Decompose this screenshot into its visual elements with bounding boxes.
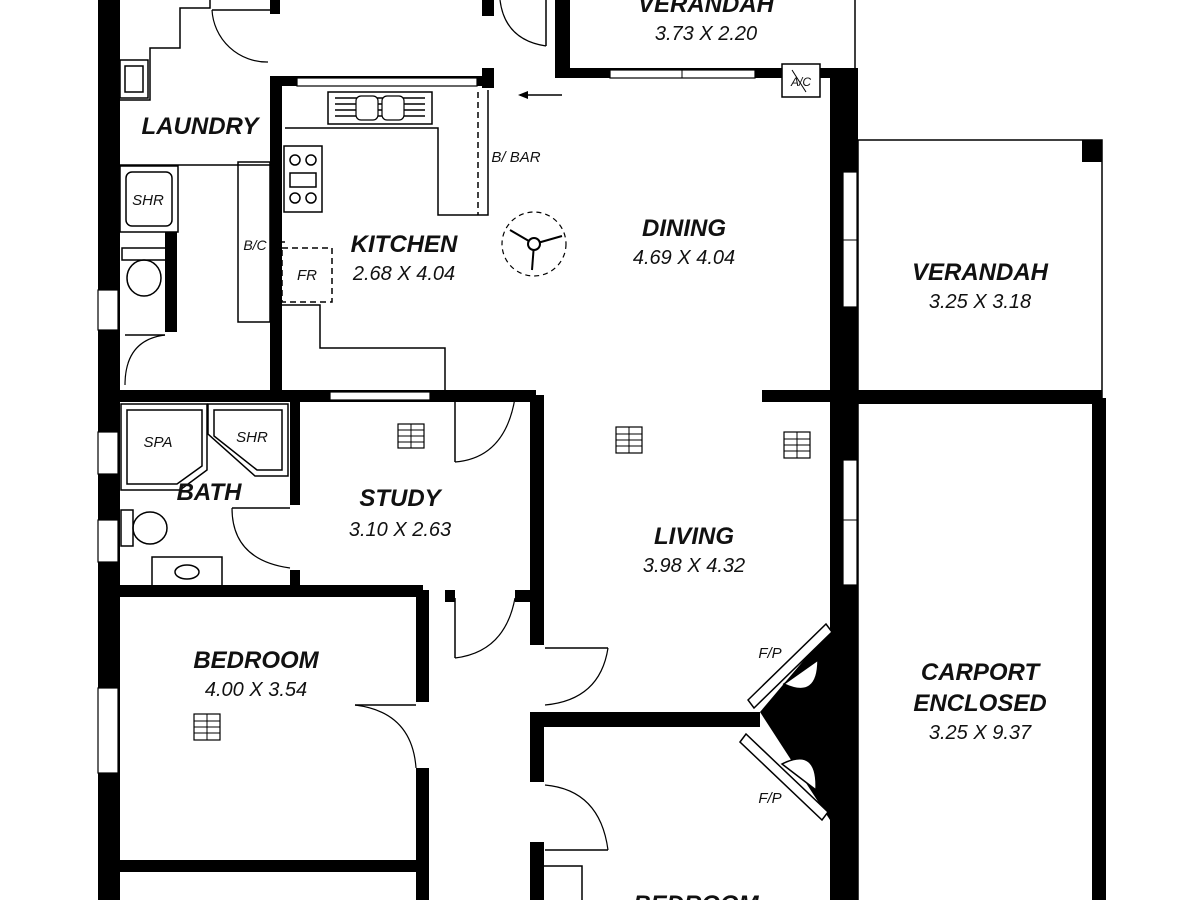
room-name-verandah-right: VERANDAH bbox=[912, 259, 1049, 286]
room-name-living: LIVING bbox=[654, 523, 734, 550]
label-shower-laundry: SHR bbox=[132, 192, 164, 209]
windows bbox=[97, 69, 858, 774]
label-ac: A/C bbox=[790, 75, 811, 89]
vent-icon bbox=[397, 423, 425, 449]
vents bbox=[193, 423, 811, 741]
room-dims-verandah-right: 3.25 X 3.18 bbox=[929, 291, 1031, 313]
thin-lines bbox=[118, 0, 1103, 900]
vent-icon bbox=[615, 426, 643, 454]
room-dims-verandah-top: 3.73 X 2.20 bbox=[655, 23, 757, 45]
room-dims-carport: 3.25 X 9.37 bbox=[929, 722, 1032, 744]
bathroom-fixtures bbox=[119, 59, 289, 588]
label-shower-bath: SHR bbox=[236, 429, 268, 446]
room-name-laundry: LAUNDRY bbox=[142, 113, 261, 140]
room-name-carport-line1: CARPORT bbox=[921, 659, 1042, 686]
ac-unit-icon bbox=[781, 63, 821, 98]
label-broom-cupboard: B/C bbox=[243, 237, 267, 253]
room-dims-kitchen: 2.68 X 4.04 bbox=[352, 263, 455, 285]
room-name-bedroom-2: BEDROOM bbox=[633, 891, 759, 900]
room-name-carport-line2: ENCLOSED bbox=[913, 690, 1046, 717]
wardrobe bbox=[544, 865, 583, 900]
doors bbox=[124, 0, 609, 851]
room-name-dining: DINING bbox=[642, 215, 726, 242]
room-dims-dining: 4.69 X 4.04 bbox=[633, 247, 735, 269]
room-name-kitchen: KITCHEN bbox=[351, 231, 458, 258]
room-name-verandah-top: VERANDAH bbox=[638, 0, 775, 18]
kitchen-fixtures bbox=[281, 91, 562, 303]
room-dims-living: 3.98 X 4.32 bbox=[643, 555, 745, 577]
label-spa: SPA bbox=[144, 434, 173, 451]
fireplace-icons bbox=[738, 622, 833, 822]
label-breakfast-bar: B/ BAR bbox=[491, 149, 540, 166]
room-dims-bedroom-1: 4.00 X 3.54 bbox=[205, 679, 307, 701]
label-fireplace-bottom: F/P bbox=[758, 790, 781, 807]
room-name-bath: BATH bbox=[177, 479, 243, 506]
room-dims-study: 3.10 X 2.63 bbox=[349, 519, 451, 541]
vent-icon bbox=[783, 431, 811, 459]
label-fridge: FR bbox=[297, 267, 317, 284]
vent-icon bbox=[193, 713, 221, 741]
ceiling-fan-icon bbox=[501, 211, 567, 277]
room-name-study: STUDY bbox=[359, 485, 442, 512]
label-fireplace-top: F/P bbox=[758, 645, 781, 662]
room-name-bedroom-1: BEDROOM bbox=[193, 647, 319, 674]
